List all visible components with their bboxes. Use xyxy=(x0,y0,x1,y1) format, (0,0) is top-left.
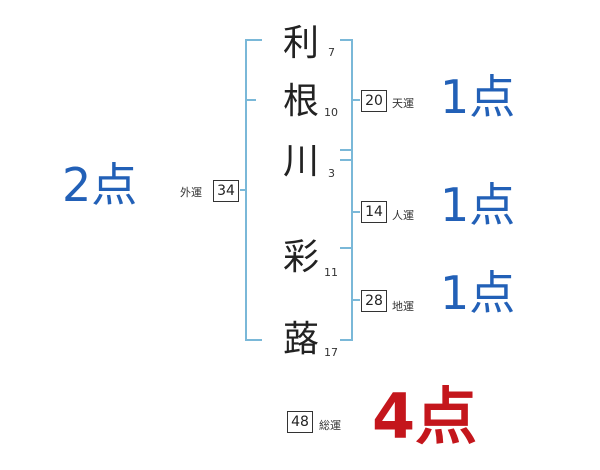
souun-score: 4点 xyxy=(372,380,478,453)
name-char-3: 川 xyxy=(283,141,320,182)
jinun-label: 人運 xyxy=(392,209,414,222)
chiun-value: 28 xyxy=(361,290,387,312)
jinun-value: 14 xyxy=(361,201,387,223)
tenun-value: 20 xyxy=(361,90,387,112)
chiun-score: 1点 xyxy=(440,266,516,320)
gaiun-value: 34 xyxy=(213,180,239,202)
stroke-count-5: 17 xyxy=(324,346,338,359)
name-char-2: 根 xyxy=(283,81,320,122)
stroke-count-1: 7 xyxy=(328,46,335,59)
name-char-1: 利 xyxy=(283,23,320,64)
chiun-label: 地運 xyxy=(392,300,414,313)
tenun-score: 1点 xyxy=(440,70,516,124)
tenun-label: 天運 xyxy=(392,97,414,110)
gaiun-label: 外運 xyxy=(180,186,202,199)
jinun-score: 1点 xyxy=(440,178,516,232)
stroke-count-3: 3 xyxy=(328,167,335,180)
stroke-count-2: 10 xyxy=(324,106,338,119)
souun-label: 総運 xyxy=(319,419,341,432)
stroke-count-4: 11 xyxy=(324,266,338,279)
name-char-4: 彩 xyxy=(283,237,320,278)
gaiun-score: 2点 xyxy=(62,158,138,212)
name-char-5: 蕗 xyxy=(283,319,320,360)
souun-value: 48 xyxy=(287,411,313,433)
